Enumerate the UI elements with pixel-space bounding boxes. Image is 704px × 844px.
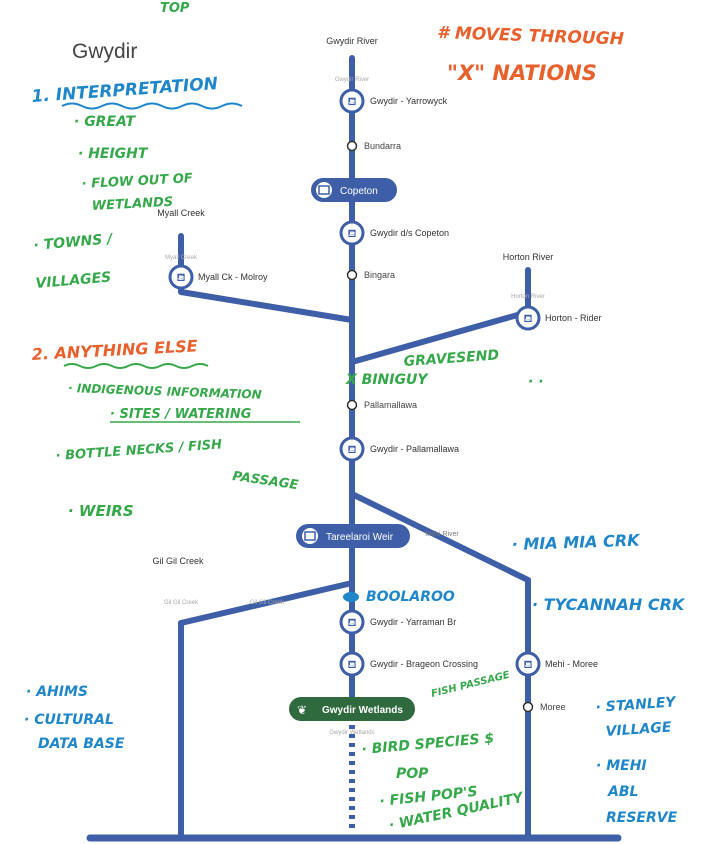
gilgil-line-join [178,580,355,626]
dam-icon [318,185,330,195]
dam-copeton: Copeton [311,178,397,202]
station-label: Gwydir - Pallamallawa [370,444,459,454]
note-fish-passage: FISH PASSAGE [430,670,511,700]
faint-label-gilgil-1: Gil Gil Creek [164,600,199,606]
underline-squiggle [61,102,243,110]
note-2a: · INDIGENOUS INFORMATION [68,381,262,402]
gauge-station-pallamallawa: ⛾ Gwydir - Pallamallawa [339,436,459,462]
gauge-station-dscopeton: ⛾ Gwydir d/s Copeton [339,220,449,246]
river-label-horton: Horton River [503,252,554,262]
station-label: Gwydir d/s Copeton [370,228,449,238]
station-label: Horton - Rider [545,313,602,323]
town-bingara: Bingara [346,269,395,281]
station-label: Gwydir - Yarrowyck [370,96,448,106]
note-1d: WETLANDS [91,195,173,214]
note-x-nations: "X" NATIONS [447,61,597,85]
note-biniguy: X BINIGUY [345,372,429,388]
gauge-station-mehi-moree: ⛾ Mehi - Moree [515,651,598,677]
gauge-icon: ⛾ [348,227,357,240]
note-1c: · FLOW OUT OF [81,171,193,192]
note-mia-mia: · MIA MIA CRK [511,530,641,554]
note-data-base: DATA BASE [38,736,125,752]
note-1e: · TOWNS / [33,231,115,254]
note-ahims: · AHIMS [26,684,88,700]
gauge-station-molroy: ⛾ Myall Ck - Molroy [168,264,268,290]
note-1f: VILLAGES [35,269,112,292]
gauge-station-yarraman: ⛾ Gwydir - Yarraman Br [339,609,456,635]
river-label-myall: Myall Creek [157,208,205,218]
faint-labels: Gwydir River Myall Creek Horton River Gi… [164,77,545,736]
gauge-icon: ⛾ [348,95,357,108]
gauge-station-yarrowyck: ⛾ Gwydir - Yarrowyck [339,88,448,114]
gauge-station-bragon: ⛾ Gwydir - Brageon Crossing [339,651,478,677]
faint-label-myall: Myall Creek [165,255,198,261]
town-label: Pallamallawa [364,400,417,410]
town-label: Bingara [364,270,395,280]
note-dots: · · [528,374,544,390]
map-title: Gwydir [72,40,137,63]
note-cultural: · CULTURAL [24,712,114,728]
mehi-line-join [349,491,531,583]
note-moves-through: # MOVES THROUGH [437,23,624,50]
note-pop: POP [396,766,429,782]
note-2e: · WEIRS [68,502,134,520]
faint-label-horton: Horton River [511,294,545,300]
note-reserve: RESERVE [606,810,678,826]
leaf-icon: ❦ [297,703,307,717]
note-abl: ABL [607,784,638,800]
gauge-icon: ⛾ [177,271,186,284]
town-label: Bundarra [364,141,401,151]
note-tycannah: · TYCANNAH CRK [532,595,686,614]
faint-label-gwydir: Gwydir River [335,77,369,83]
note-2b: · SITES / WATERING [110,407,252,422]
river-label-gilgil: Gil Gil Creek [152,556,204,566]
note-1b: · HEIGHT [78,146,149,162]
weir-tareelaroi: Tareelaroi Weir [296,524,410,548]
underline-squiggle [63,363,209,369]
note-top-scribble: TOP [160,1,190,16]
horton-line-join [349,309,531,365]
gauge-icon: ⛾ [524,658,533,671]
note-2c: · BOTTLE NECKS / FISH [55,437,222,464]
note-2-anything-else: 2. ANYTHING ELSE [31,336,198,364]
boolaroo-dot [343,592,359,602]
faint-label-gilgil-2: Gil Gil Creek [250,600,285,606]
town-moree: Moree [522,701,566,713]
note-bird-species: · BIRD SPECIES $ [361,730,495,758]
weir-label: Tareelaroi Weir [326,532,394,543]
note-gravesend: GRAVESEND [403,347,499,370]
gauge-icon: ⛾ [524,312,533,325]
gauge-icon: ⛾ [348,658,357,671]
wetlands-gwydir: ❦ Gwydir Wetlands [289,697,415,721]
dam-label: Copeton [340,186,378,197]
note-stanley: · STANLEY [595,694,678,716]
note-1-interpretation: 1. INTERPRETATION [31,74,219,107]
river-label-gwydir: Gwydir River [326,36,378,46]
station-label: Myall Ck - Molroy [198,272,268,282]
note-1a: · GREAT [74,114,137,130]
note-2d: PASSAGE [231,469,299,493]
station-label: Mehi - Moree [545,659,598,669]
faint-label-wetlands: Gwydir Wetlands [329,730,374,736]
station-label: Gwydir - Brageon Crossing [370,659,478,669]
gauge-icon: ⛾ [348,443,357,456]
note-boolaroo: BOOLAROO [366,589,455,605]
gauge-icon: ⛾ [348,616,357,629]
town-label: Moree [540,702,566,712]
gauge-station-rider: ⛾ Horton - Rider [515,305,602,331]
note-mehi: · MEHI [596,758,647,774]
town-bundarra: Bundarra [346,140,401,152]
dam-icon [304,531,316,541]
note-village: VILLAGE [605,719,672,740]
myall-line-join [178,289,355,323]
river-label-mehi: Mehi River [425,531,459,538]
town-pallamallawa: Pallamallawa [346,399,417,411]
wetlands-label: Gwydir Wetlands [322,705,403,716]
station-label: Gwydir - Yarraman Br [370,617,456,627]
